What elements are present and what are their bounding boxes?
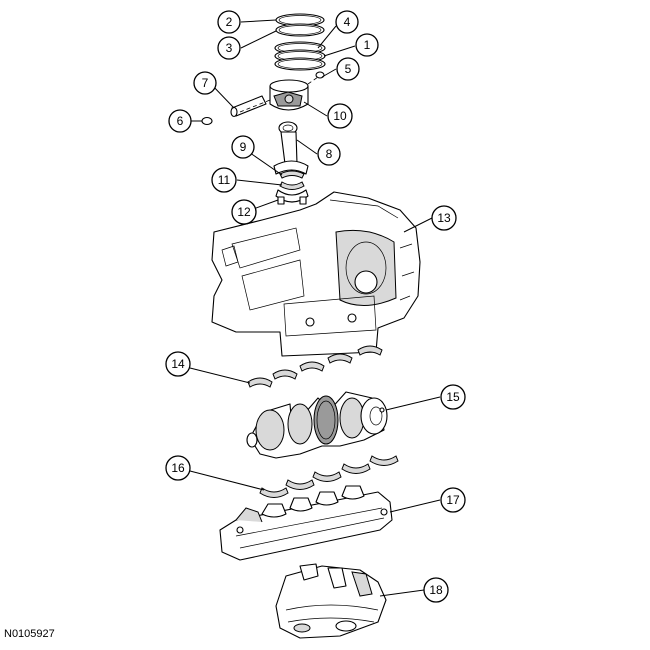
connecting-rod-illustration bbox=[273, 121, 309, 175]
callout-5: 5 bbox=[336, 57, 360, 81]
callout-5-number: 5 bbox=[345, 62, 352, 76]
callout-4-number: 4 bbox=[344, 15, 351, 29]
callout-10-number: 10 bbox=[333, 109, 347, 123]
callout-6: 6 bbox=[168, 109, 192, 133]
callout-14: 14 bbox=[165, 351, 191, 377]
lower-cylinder-block-illustration bbox=[219, 485, 393, 561]
callout-3-number: 3 bbox=[226, 41, 233, 55]
piston-pin-illustration bbox=[230, 95, 271, 118]
callout-17: 17 bbox=[440, 487, 466, 513]
callout-11-number: 11 bbox=[218, 173, 231, 187]
connecting-rod-bearing-upper-illustration bbox=[279, 170, 305, 179]
callout-4: 4 bbox=[335, 10, 359, 34]
callout-13-number: 13 bbox=[437, 211, 451, 225]
callout-7-number: 7 bbox=[202, 76, 209, 90]
callout-16-number: 16 bbox=[171, 461, 185, 475]
main-bearings-lower-illustration bbox=[259, 455, 399, 498]
callout-8: 8 bbox=[317, 142, 341, 166]
callout-9: 9 bbox=[231, 135, 255, 159]
callout-1: 1 bbox=[355, 33, 379, 57]
piston-ring-top-illustration bbox=[275, 13, 325, 37]
callout-1-number: 1 bbox=[364, 38, 371, 52]
callout-12: 12 bbox=[231, 199, 257, 225]
callout-17-number: 17 bbox=[446, 493, 460, 507]
piston-illustration bbox=[269, 79, 309, 111]
callout-15-number: 15 bbox=[446, 390, 460, 404]
crankshaft-illustration bbox=[246, 391, 388, 459]
callout-9-number: 9 bbox=[240, 140, 247, 154]
callout-3: 3 bbox=[217, 36, 241, 60]
callout-6-number: 6 bbox=[177, 114, 184, 128]
callout-18: 18 bbox=[423, 577, 449, 603]
callout-11: 11 bbox=[211, 167, 237, 193]
callout-14-number: 14 bbox=[171, 357, 185, 371]
connecting-rod-cap-illustration bbox=[275, 189, 309, 205]
piston-pin-retainer-left-illustration bbox=[201, 116, 213, 126]
piston-pin-retainer-right-illustration bbox=[307, 71, 325, 85]
callout-7: 7 bbox=[193, 71, 217, 95]
callout-12-number: 12 bbox=[237, 205, 251, 219]
callout-18-number: 18 bbox=[429, 583, 443, 597]
piston-ring-lower-illustration bbox=[274, 41, 326, 71]
callout-8-number: 8 bbox=[326, 147, 333, 161]
oil-pan-illustration bbox=[275, 563, 387, 639]
callout-2-number: 2 bbox=[226, 15, 233, 29]
callout-13: 13 bbox=[431, 205, 457, 231]
leader-lines bbox=[189, 19, 441, 597]
main-bearings-upper-illustration bbox=[247, 345, 383, 388]
callout-15: 15 bbox=[440, 384, 466, 410]
cylinder-block-illustration bbox=[211, 191, 421, 357]
callout-2: 2 bbox=[217, 10, 241, 34]
callout-16: 16 bbox=[165, 455, 191, 481]
figure-reference-code: N0105927 bbox=[4, 628, 55, 640]
callout-10: 10 bbox=[327, 103, 353, 129]
connecting-rod-bearing-lower-illustration bbox=[279, 181, 305, 190]
